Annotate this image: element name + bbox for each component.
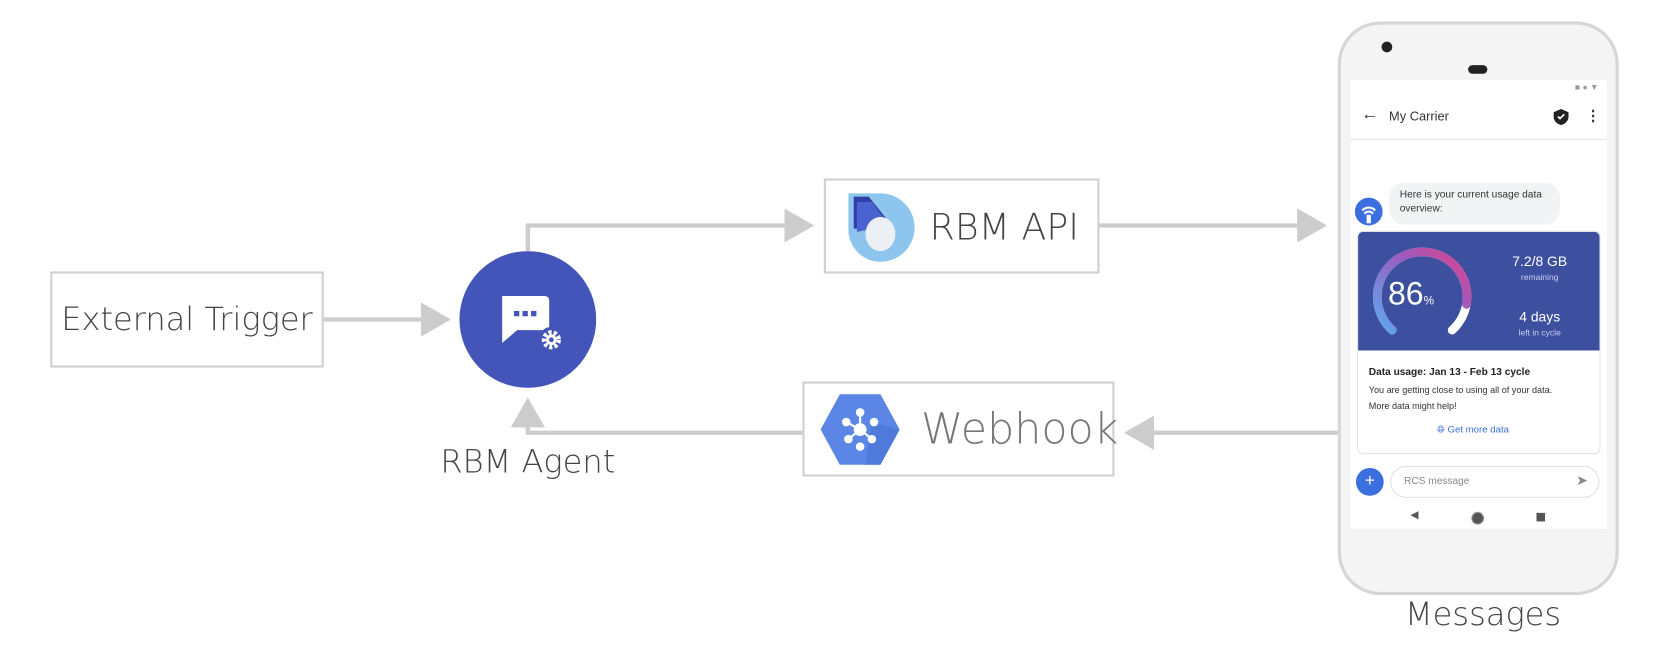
messages-label: Messages	[1405, 596, 1562, 634]
arrow-agent-to-api	[525, 208, 815, 252]
message-bubble: Here is your current usage data overview…	[1389, 182, 1561, 225]
external-trigger-node: External Trigger	[50, 271, 324, 368]
usage-card-media: 86% 7.2/8 GB remaining 4 days left in cy…	[1358, 231, 1600, 351]
card-body-line: More data might help!	[1368, 400, 1457, 412]
rbm-agent-label: RBM Agent	[440, 443, 616, 481]
carrier-avatar	[1354, 197, 1383, 226]
card-body-line: You are getting close to using all of yo…	[1368, 384, 1553, 396]
verified-shield-icon	[1553, 108, 1569, 126]
card-title: Data usage: Jan 13 - Feb 13 cycle	[1368, 366, 1531, 379]
webhook-hexagon-icon	[820, 394, 900, 465]
add-attachment-button[interactable]: +	[1355, 468, 1384, 496]
get-more-data-button[interactable]: 🌐︎ Get more data	[1437, 424, 1509, 435]
conversation-title: My Carrier	[1389, 108, 1449, 124]
data-remaining: 7.2/8 GB	[1512, 253, 1568, 270]
phone-screen: ■ ● ▼ ← My Carrier ⋮ Here is your curren…	[1350, 80, 1608, 529]
phone-mockup: ■ ● ▼ ← My Carrier ⋮ Here is your curren…	[1337, 21, 1619, 596]
usage-gauge	[1373, 247, 1472, 335]
nav-home-button[interactable]	[1471, 511, 1485, 525]
external-trigger-label: External Trigger	[61, 300, 313, 339]
rbm-api-logo-icon	[848, 193, 915, 262]
send-icon[interactable]: ➤	[1576, 472, 1588, 489]
globe-icon: 🌐︎	[1437, 424, 1448, 435]
more-options-icon[interactable]: ⋮	[1585, 106, 1601, 124]
rcs-message-input[interactable]: RCS message ➤	[1390, 465, 1600, 498]
rich-card: 86% 7.2/8 GB remaining 4 days left in cy…	[1356, 230, 1601, 455]
status-bar-icons: ■ ● ▼	[1574, 82, 1599, 92]
days-left: 4 days	[1519, 308, 1561, 325]
camera-icon	[1381, 41, 1393, 53]
remaining-label: remaining	[1520, 272, 1559, 283]
usage-percent: 86%	[1387, 276, 1435, 313]
nav-back-button[interactable]: ◀	[1410, 509, 1419, 522]
chat-settings-icon	[502, 295, 565, 353]
rbm-agent-node	[459, 251, 597, 388]
header-divider	[1350, 138, 1608, 140]
speaker-icon	[1468, 65, 1488, 74]
back-arrow-icon[interactable]: ←	[1361, 105, 1379, 124]
arrow-webhook-to-agent	[510, 397, 803, 435]
days-left-label: left in cycle	[1518, 328, 1561, 338]
webhook-label: Webhook	[921, 404, 1119, 455]
webhook-node: Webhook	[802, 381, 1118, 477]
nav-recents-button[interactable]	[1536, 512, 1546, 522]
rbm-api-label: RBM API	[929, 206, 1080, 249]
rbm-api-node: RBM API	[823, 178, 1100, 274]
